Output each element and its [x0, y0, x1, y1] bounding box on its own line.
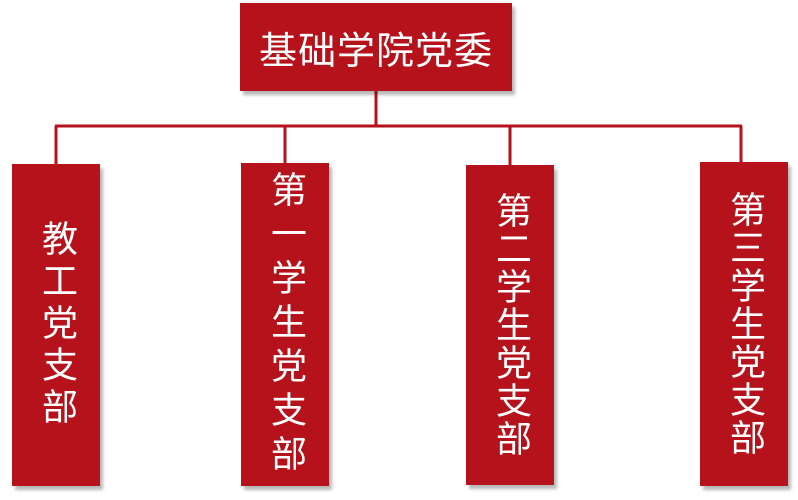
branch-node-student-3: 第三学生党支部	[700, 162, 788, 486]
root-node: 基础学院党委	[240, 3, 512, 91]
branch-node-student-1: 第一学生党支部	[241, 163, 329, 486]
branch-node-label: 教工党支部	[36, 220, 77, 430]
branch-node-label: 第三学生党支部	[724, 191, 765, 457]
branch-node-label: 第二学生党支部	[490, 192, 531, 458]
root-node-label: 基础学院党委	[258, 28, 493, 73]
branch-node-label: 第一学生党支部	[265, 170, 306, 479]
branch-node-student-2: 第二学生党支部	[466, 165, 554, 485]
branch-node-faculty: 教工党支部	[12, 164, 100, 486]
